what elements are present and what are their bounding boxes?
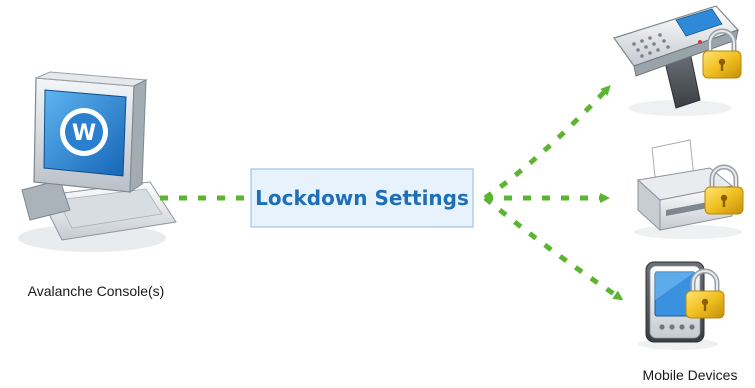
lockdown-settings-label: Lockdown Settings: [255, 186, 469, 210]
computer-console-icon: W: [18, 71, 177, 252]
console-label: Avalanche Console(s): [28, 283, 165, 299]
pda-lock-icon: [638, 261, 724, 350]
logo-letter: W: [72, 121, 96, 146]
connector-lines: [160, 85, 624, 301]
handheld-scanner-lock-icon: [613, 5, 741, 116]
mobile-devices-label: Mobile Devices: [643, 367, 738, 383]
lockdown-settings-box: Lockdown Settings: [250, 168, 474, 228]
arrow-to-scanner: [483, 85, 611, 201]
wavelink-logo-icon: W: [60, 108, 108, 156]
arrow-to-pda: [483, 196, 624, 301]
printer-lock-icon: [634, 139, 743, 239]
